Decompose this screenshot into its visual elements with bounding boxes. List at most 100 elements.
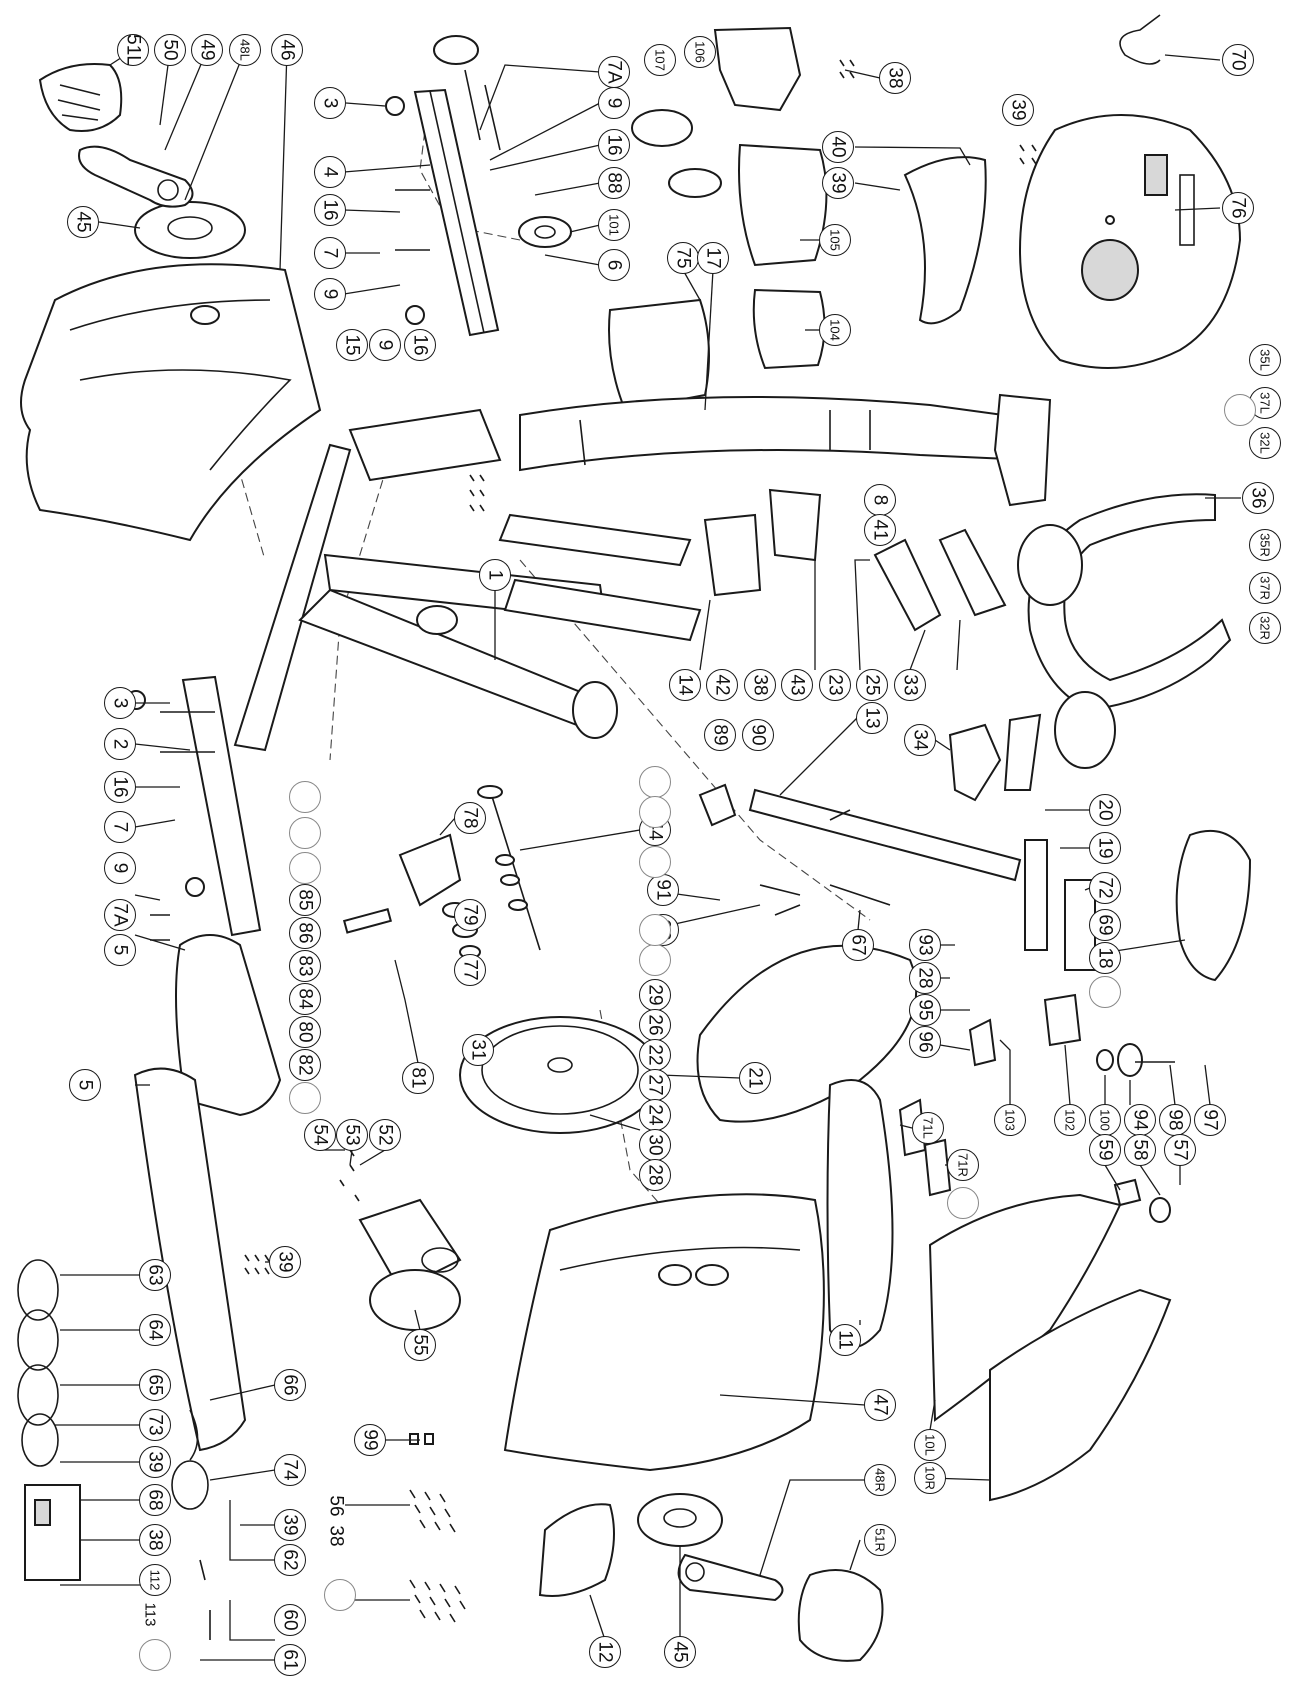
callout-39-a: 39 xyxy=(822,167,854,199)
callout-64: 64 xyxy=(139,1314,171,1346)
callout-34: 34 xyxy=(904,724,936,756)
callout-102: 102 xyxy=(1054,1104,1086,1136)
blank-callout xyxy=(289,1082,321,1114)
column-cover-105 xyxy=(738,143,828,267)
callout-83: 83 xyxy=(289,950,321,982)
callout-4: 4 xyxy=(314,156,346,188)
blank-callout xyxy=(324,1579,356,1611)
seat-cushion-5 xyxy=(175,934,282,1117)
pedal-51R xyxy=(797,1569,884,1662)
callout-72: 72 xyxy=(1089,872,1121,904)
callout-28-b: 28 xyxy=(639,1159,671,1191)
callout-68: 68 xyxy=(139,1484,171,1516)
column-cover-42 xyxy=(703,513,762,597)
callout-101: 101 xyxy=(598,209,630,241)
cover-12 xyxy=(538,1503,615,1597)
callout-16-c: 16 xyxy=(404,329,436,361)
callout-14: 14 xyxy=(669,669,701,701)
callout-32L: 32L xyxy=(1249,427,1281,459)
flywheel-21 xyxy=(459,1016,661,1134)
callout-38-top: 38 xyxy=(879,62,911,94)
blank-callout xyxy=(639,914,671,946)
callout-32R: 32R xyxy=(1249,612,1281,644)
callout-67: 67 xyxy=(842,929,874,961)
callout-31: 31 xyxy=(462,1034,494,1066)
callout-51R: 51R xyxy=(864,1524,896,1556)
column-cover-43 xyxy=(768,488,822,562)
callout-5-a: 5 xyxy=(104,934,136,966)
callout-17: 17 xyxy=(697,242,729,274)
callout-95: 95 xyxy=(909,994,941,1026)
callout-39-d: 39 xyxy=(139,1446,171,1478)
callout-24: 24 xyxy=(639,1099,671,1131)
slide-rail-14 xyxy=(498,513,692,567)
callout-7A-b: 7A xyxy=(104,899,136,931)
callout-8: 8 xyxy=(864,484,896,516)
label-38-d: 38 xyxy=(325,1525,347,1547)
seat-18 xyxy=(1175,830,1252,982)
callout-33: 33 xyxy=(894,669,926,701)
callout-84: 84 xyxy=(289,983,321,1015)
blank-callout xyxy=(1089,976,1121,1008)
callout-9-c: 9 xyxy=(369,329,401,361)
callout-39-c: 39 xyxy=(269,1246,301,1278)
grip-cover-33 xyxy=(873,538,942,632)
callout-66: 66 xyxy=(274,1369,306,1401)
blank-callout xyxy=(289,817,321,849)
callout-15: 15 xyxy=(336,329,368,361)
callout-90: 90 xyxy=(742,719,774,751)
callout-38-c: 38 xyxy=(139,1524,171,1556)
callout-96: 96 xyxy=(909,1026,941,1058)
callout-60: 60 xyxy=(274,1604,306,1636)
blank-callout xyxy=(639,944,671,976)
pedal-51L xyxy=(38,63,123,132)
crank-arm-48L xyxy=(78,145,194,208)
drive-belt xyxy=(696,944,918,1123)
lower-shroud-47 xyxy=(503,1193,825,1472)
callout-18: 18 xyxy=(1089,942,1121,974)
callout-16-a: 16 xyxy=(314,194,346,226)
callout-50: 50 xyxy=(154,34,186,66)
callout-45-bottom: 45 xyxy=(664,1636,696,1668)
handlebar-column-17 xyxy=(519,396,1042,472)
callout-9-a: 9 xyxy=(314,278,346,310)
cap-107 xyxy=(631,109,693,147)
blank-callout xyxy=(639,846,671,878)
callout-78: 78 xyxy=(454,802,486,834)
upper-console-cover-106 xyxy=(713,26,802,112)
blank-callout xyxy=(289,781,321,813)
shroud-10R xyxy=(989,1288,1172,1502)
callout-26: 26 xyxy=(639,1009,671,1041)
callout-61: 61 xyxy=(274,1644,306,1676)
callout-3-top: 3 xyxy=(314,87,346,119)
callout-9-b: 9 xyxy=(598,87,630,119)
blank-callout xyxy=(639,796,671,828)
crank-arm-48R xyxy=(677,1553,784,1602)
callout-55: 55 xyxy=(404,1329,436,1361)
tension-arm-78 xyxy=(398,833,462,907)
magnetic-brake-55 xyxy=(358,1198,462,1292)
callout-82: 82 xyxy=(289,1049,321,1081)
callout-100: 100 xyxy=(1089,1104,1121,1136)
callout-39-b: 39 xyxy=(1002,94,1034,126)
blank-callout xyxy=(947,1187,979,1219)
callout-40: 40 xyxy=(822,131,854,163)
callout-105: 105 xyxy=(819,224,851,256)
callout-35R: 35R xyxy=(1249,529,1281,561)
callout-97: 97 xyxy=(1194,1104,1226,1136)
callout-7-a: 7 xyxy=(314,237,346,269)
callout-69: 69 xyxy=(1089,909,1121,941)
column-cover-75 xyxy=(608,298,710,412)
callout-80: 80 xyxy=(289,1016,321,1048)
callout-27: 27 xyxy=(639,1069,671,1101)
callout-47: 47 xyxy=(864,1389,896,1421)
crank-cover-45-right xyxy=(637,1493,723,1547)
bracket-34 xyxy=(948,723,1002,802)
callout-42: 42 xyxy=(706,669,738,701)
callout-74: 74 xyxy=(274,1454,306,1486)
callout-49: 49 xyxy=(191,34,223,66)
callout-76: 76 xyxy=(1222,192,1254,224)
callout-86: 86 xyxy=(289,917,321,949)
callout-112: 112 xyxy=(139,1564,171,1596)
